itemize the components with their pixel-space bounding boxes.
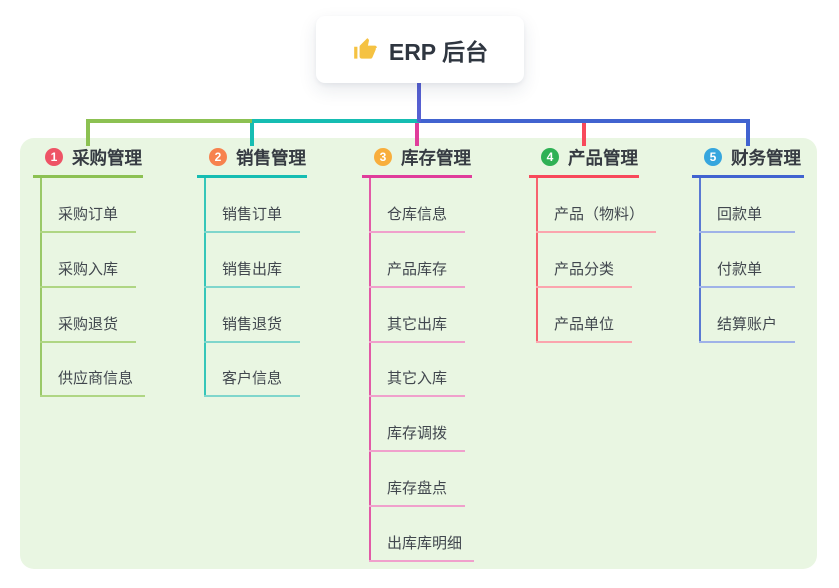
- child-node[interactable]: 产品（物料）: [536, 204, 657, 233]
- child-node-label: 采购入库: [58, 260, 119, 278]
- child-node[interactable]: 产品分类: [536, 259, 632, 288]
- child-node[interactable]: 销售出库: [204, 259, 300, 288]
- child-node[interactable]: 采购入库: [40, 259, 136, 288]
- branch-trunk-line: [536, 177, 538, 343]
- child-node-label: 付款单: [717, 260, 763, 278]
- branch-trunk-line: [369, 177, 371, 562]
- child-node-label: 回款单: [717, 206, 763, 223]
- connector-line: [415, 119, 419, 146]
- child-node-label: 客户信息: [222, 370, 283, 388]
- branch-4-header[interactable]: 4 产品管理: [529, 147, 639, 178]
- child-node-label: 库存调拨: [387, 425, 448, 443]
- branch-5-header[interactable]: 5 财务管理: [692, 147, 804, 178]
- child-node-label: 其它入库: [387, 370, 448, 388]
- connector-line: [746, 119, 750, 146]
- child-node-label: 销售订单: [222, 206, 283, 223]
- branch-title: 销售管理: [236, 147, 306, 168]
- branch-1-header[interactable]: 1 采购管理: [33, 147, 143, 178]
- branch-number-badge: 3: [374, 148, 392, 166]
- branch-number-badge: 4: [541, 148, 559, 166]
- child-node[interactable]: 付款单: [699, 259, 795, 288]
- connector-line: [86, 119, 252, 123]
- child-node[interactable]: 客户信息: [204, 368, 300, 398]
- child-node[interactable]: 采购订单: [40, 204, 136, 233]
- child-node[interactable]: 库存盘点: [369, 478, 465, 507]
- child-node-label: 产品分类: [554, 260, 615, 278]
- branch-2-header[interactable]: 2 销售管理: [197, 147, 307, 178]
- child-node-label: 产品单位: [554, 315, 615, 333]
- child-node[interactable]: 结算账户: [699, 314, 795, 343]
- connector-line: [417, 83, 421, 122]
- child-node-label: 出库库明细: [387, 534, 463, 552]
- child-node[interactable]: 出库库明细: [369, 533, 475, 562]
- connector-line: [582, 119, 586, 146]
- connector-line: [252, 119, 419, 123]
- child-node[interactable]: 采购退货: [40, 314, 136, 343]
- branch-number-badge: 1: [45, 148, 63, 166]
- child-node-label: 销售退货: [222, 315, 283, 333]
- child-node[interactable]: 销售退货: [204, 314, 300, 343]
- child-node-label: 产品库存: [387, 260, 448, 278]
- branch-title: 库存管理: [401, 147, 471, 168]
- branch-number-badge: 5: [704, 148, 722, 166]
- root-node[interactable]: ERP 后台: [316, 16, 524, 83]
- child-node[interactable]: 其它入库: [369, 368, 465, 398]
- root-title: ERP 后台: [388, 38, 489, 65]
- connector-line: [86, 119, 90, 146]
- branch-trunk-line: [699, 177, 701, 343]
- child-node[interactable]: 其它出库: [369, 314, 465, 343]
- branch-3-header[interactable]: 3 库存管理: [362, 147, 472, 178]
- child-node[interactable]: 供应商信息: [40, 368, 146, 398]
- child-node[interactable]: 仓库信息: [369, 204, 465, 233]
- branches-panel: [20, 138, 817, 569]
- child-node-label: 仓库信息: [387, 206, 448, 223]
- branch-title: 采购管理: [72, 147, 142, 168]
- child-node-label: 销售出库: [222, 260, 283, 278]
- child-node-label: 库存盘点: [387, 480, 448, 497]
- child-node-label: 产品（物料）: [554, 206, 645, 223]
- child-node-label: 供应商信息: [58, 370, 134, 388]
- child-node[interactable]: 回款单: [699, 204, 795, 233]
- branch-title: 产品管理: [568, 147, 638, 168]
- child-node-label: 结算账户: [717, 315, 778, 333]
- child-node[interactable]: 产品单位: [536, 314, 632, 343]
- child-node[interactable]: 产品库存: [369, 259, 465, 288]
- branch-number-badge: 2: [209, 148, 227, 166]
- child-node[interactable]: 销售订单: [204, 204, 300, 233]
- child-node[interactable]: 库存调拨: [369, 423, 465, 453]
- child-node-label: 采购退货: [58, 315, 119, 333]
- connector-line: [250, 119, 254, 146]
- thumbs-up-icon: [352, 37, 378, 63]
- connector-line: [419, 119, 750, 123]
- child-node-label: 采购订单: [58, 206, 119, 223]
- branch-title: 财务管理: [731, 147, 801, 168]
- child-node-label: 其它出库: [387, 315, 448, 333]
